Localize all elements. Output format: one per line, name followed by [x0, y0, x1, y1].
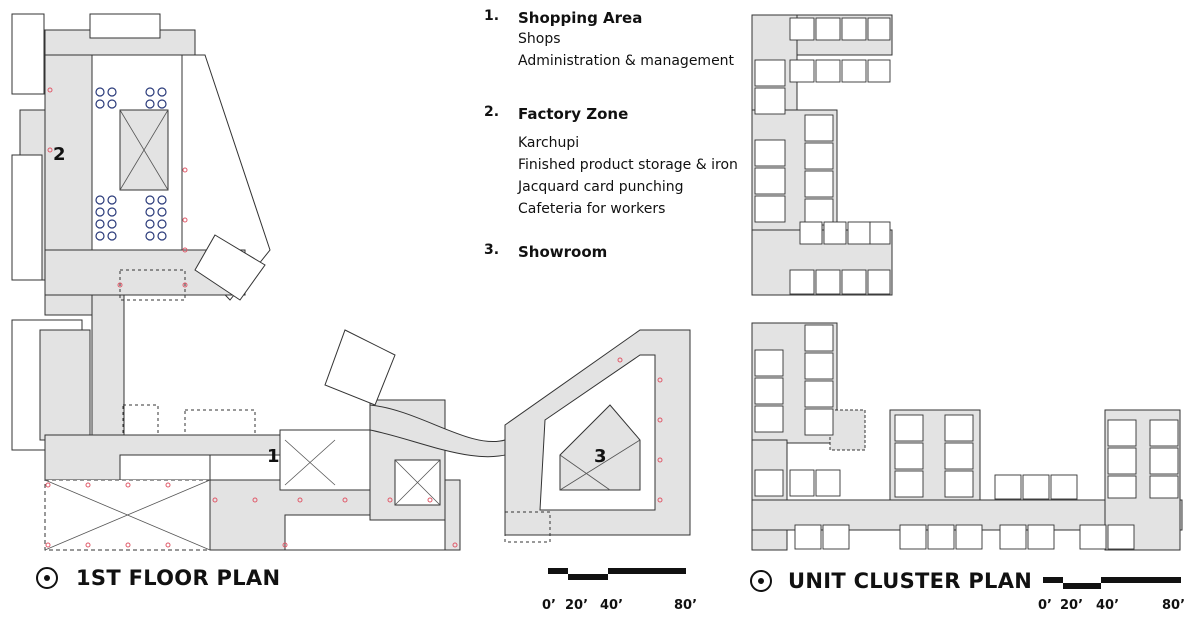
- legend-item: Cafeteria for workers: [518, 201, 666, 217]
- legend-section-3: 3. Showroom: [484, 242, 744, 262]
- legend-section-1: 1. Shopping Area Shops Administration & …: [484, 8, 744, 104]
- zone-label-2: 2: [53, 144, 66, 165]
- legend-heading: Factory Zone: [518, 105, 629, 123]
- cluster-lower-rooms: [754, 324, 1179, 550]
- scale-label: 0’: [1038, 598, 1052, 613]
- cafeteria-tables: [95, 87, 167, 241]
- zone-label-1: 1: [267, 446, 280, 467]
- scale-label: 0’: [542, 598, 556, 613]
- legend-item: Administration & management: [518, 53, 735, 69]
- north-arrow-icon: [750, 570, 772, 592]
- floor-plan: [11, 13, 691, 551]
- scale-label: 40’: [600, 598, 624, 613]
- scale-label: 80’: [674, 598, 698, 613]
- legend-number: 1.: [484, 8, 500, 24]
- legend-item: Finished product storage & iron: [518, 157, 738, 173]
- floor-plan-title: 1ST FLOOR PLAN: [76, 566, 281, 590]
- column-grid: [45, 87, 663, 548]
- scale-label: 40’: [1096, 598, 1120, 613]
- legend-heading: Shopping Area: [518, 9, 643, 27]
- void-crosslines: [44, 109, 641, 551]
- legend-section-2: 2. Factory Zone Karchupi Finished produc…: [484, 104, 744, 242]
- legend-number: 2.: [484, 104, 500, 120]
- zone-label-3: 3: [594, 446, 607, 467]
- legend-heading: Showroom: [518, 243, 608, 261]
- scale-bar-floor: [548, 568, 686, 580]
- legend-item: Shops: [518, 31, 561, 47]
- legend: 1. Shopping Area Shops Administration & …: [484, 8, 744, 262]
- scale-bar-cluster: [1043, 577, 1181, 589]
- north-arrow-icon: [36, 567, 58, 589]
- cluster-plan-title: UNIT CLUSTER PLAN: [788, 569, 1033, 593]
- legend-item: Jacquard card punching: [518, 179, 684, 195]
- scale-label: 80’: [1162, 598, 1186, 613]
- cluster-upper-rooms: [754, 17, 891, 295]
- scale-label: 20’: [1060, 598, 1084, 613]
- legend-number: 3.: [484, 242, 500, 258]
- legend-item: Karchupi: [518, 135, 580, 151]
- scale-label: 20’: [565, 598, 589, 613]
